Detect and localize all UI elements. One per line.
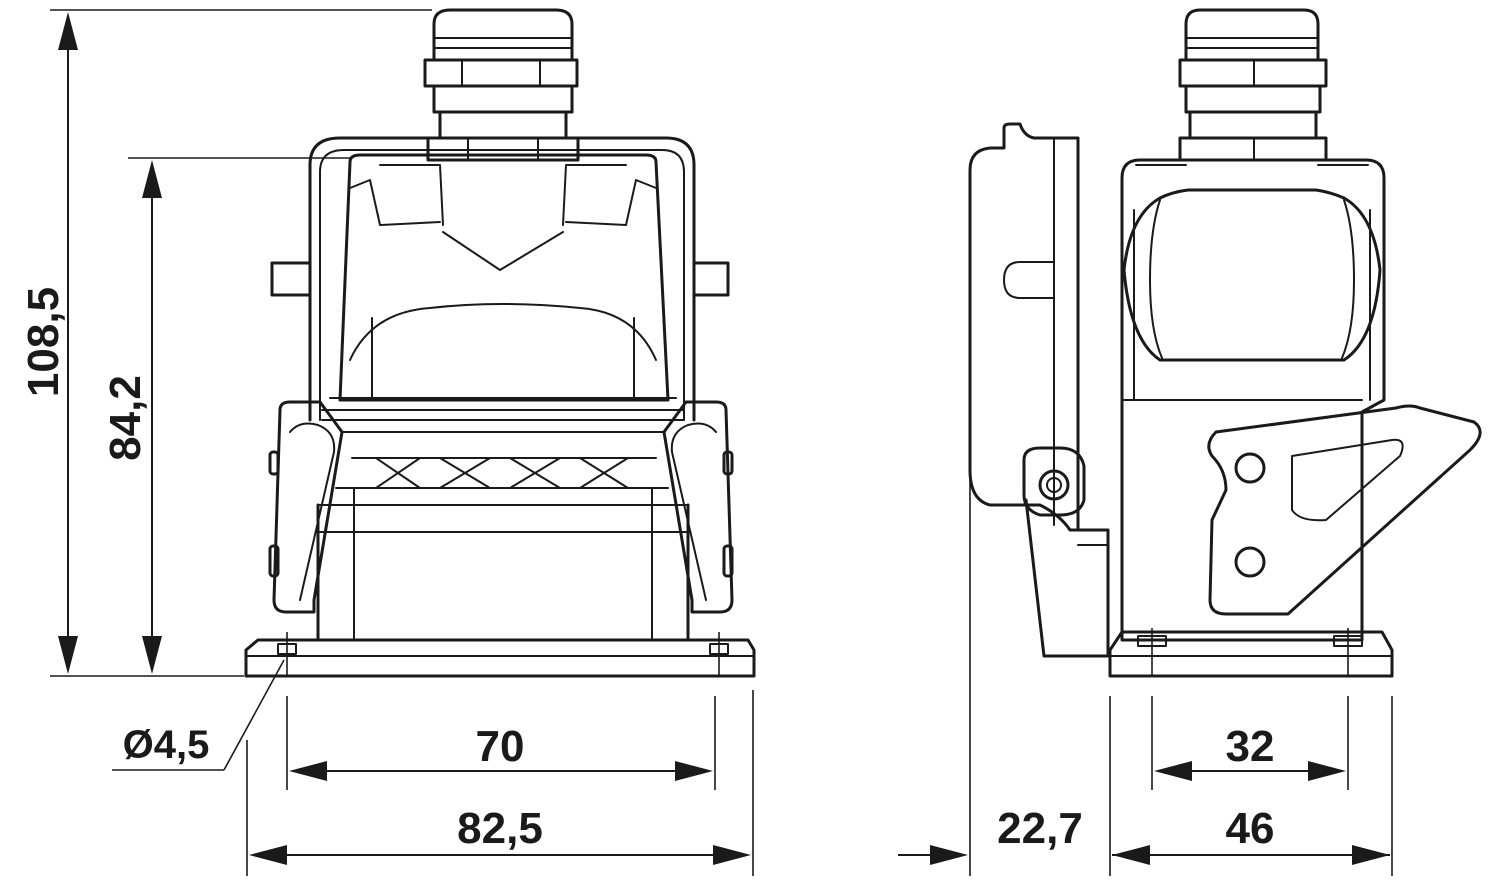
side-base-flange [1108, 628, 1394, 678]
front-view [244, 8, 756, 678]
dim-side-offset: 22,7 [997, 804, 1083, 853]
front-hood [321, 153, 685, 421]
dimension-lines [50, 9, 1393, 876]
side-cover-flap [968, 122, 1110, 658]
dim-side-hole-spacing: 32 [1226, 722, 1275, 771]
dim-body-height: 84,2 [101, 375, 150, 461]
front-locking-lever [270, 136, 730, 422]
side-cable-gland [1178, 8, 1328, 162]
dim-base-width: 82,5 [457, 804, 543, 853]
front-housing [268, 400, 734, 642]
side-locking-lever [1207, 404, 1482, 616]
front-base-flange [244, 632, 756, 678]
dim-total-height: 108,5 [19, 287, 68, 397]
dim-side-base-depth: 46 [1226, 804, 1275, 853]
side-housing [1120, 158, 1386, 642]
dim-hole-diameter: Ø4,5 [123, 723, 210, 767]
side-view [968, 8, 1482, 678]
dimension-labels: 108,5 84,2 Ø4,5 70 82,5 22,7 32 46 [19, 287, 1274, 853]
dim-hole-spacing: 70 [476, 722, 525, 771]
